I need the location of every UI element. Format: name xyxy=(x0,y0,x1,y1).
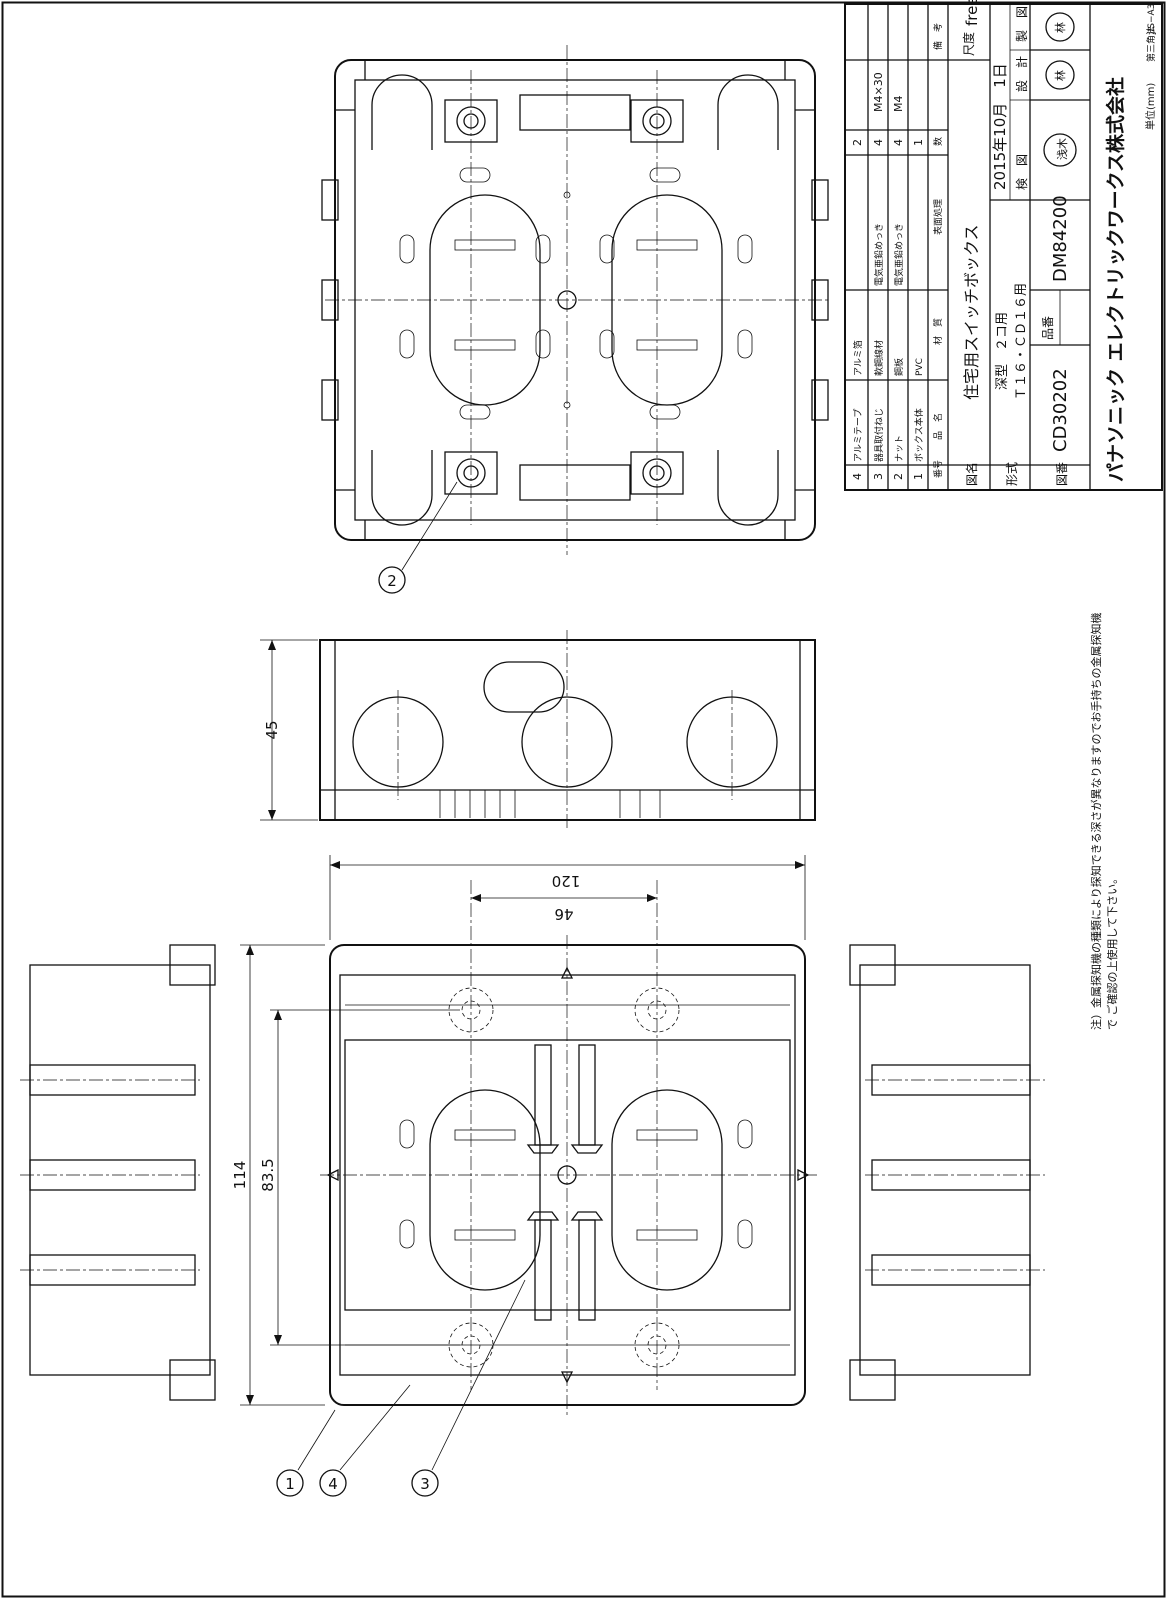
svg-text:電気亜鉛めっき: 電気亜鉛めっき xyxy=(873,223,885,286)
drawing-no: CD30202 xyxy=(1050,368,1071,452)
design-label: 設 計 xyxy=(1014,56,1029,92)
drawing-date: 2015年10月 1日 xyxy=(991,63,1009,190)
balloon-3: 3 xyxy=(411,1279,526,1497)
draft-label: 製 図 xyxy=(1015,6,1029,42)
svg-text:アルミテープ: アルミテープ xyxy=(853,409,864,462)
side-tab xyxy=(321,379,339,421)
type-line-2: Ｔ１６・ＣＤ１６用 xyxy=(1014,283,1029,400)
corner-knockout xyxy=(371,74,433,150)
corner-knockout xyxy=(371,450,433,526)
type-line-1: 深型 ２コ用 xyxy=(995,312,1010,390)
right-end-view xyxy=(849,944,1045,1401)
header-surface: 表面処理 xyxy=(932,199,944,235)
svg-text:ボックス本体: ボックス本体 xyxy=(913,408,925,462)
balloon-2: 2 xyxy=(378,481,458,594)
company-name: パナソニック エレクトリックワークス株式会社 xyxy=(1104,77,1127,482)
mounting-screw xyxy=(570,1211,604,1321)
svg-text:鋼板: 鋼板 xyxy=(893,358,905,376)
svg-text:M4: M4 xyxy=(892,96,905,113)
side-tab xyxy=(811,179,829,221)
mounting-screw xyxy=(526,1044,560,1154)
svg-text:2: 2 xyxy=(851,139,864,146)
mounting-screw xyxy=(570,1044,604,1154)
svg-text:器具取付ねじ: 器具取付ねじ xyxy=(874,408,885,462)
name-label: 図名 xyxy=(964,462,979,486)
large-knockout xyxy=(611,1089,723,1291)
slot xyxy=(519,464,631,501)
svg-text:4: 4 xyxy=(851,473,864,480)
svg-text:4: 4 xyxy=(328,1475,338,1493)
svg-text:1: 1 xyxy=(912,139,925,146)
svg-text:4: 4 xyxy=(872,139,885,146)
stamp-draft: 林 xyxy=(1053,22,1067,33)
parts-table: 番号 品 名 材 質 表面処理 数 備 考 4 アルミテープ アルミ箔 2 3 … xyxy=(851,23,944,480)
svg-text:PVC: PVC xyxy=(915,358,925,376)
mounting-screw xyxy=(526,1211,560,1321)
scale-value: free xyxy=(963,0,981,26)
note-line-1: 注）金属探知機の種類により探知できる深さが異なりますのでお手持ちの金属探知機 xyxy=(1089,612,1103,1030)
product-no: DM84200 xyxy=(1050,195,1071,282)
sheet-size: JIS−A3 xyxy=(1147,4,1157,35)
svg-text:軟鋼線材: 軟鋼線材 xyxy=(873,340,885,376)
product-no-label: 品番 xyxy=(1041,316,1055,340)
svg-text:1: 1 xyxy=(285,1475,295,1493)
stamp-design: 林 xyxy=(1053,70,1067,81)
svg-text:アルミ箔: アルミ箔 xyxy=(852,340,864,376)
header-no: 番号 xyxy=(932,460,944,478)
header-remarks: 備 考 xyxy=(932,23,944,50)
slot xyxy=(519,94,631,131)
corner-knockout xyxy=(717,450,779,526)
dim-screw-pitch: 83.5 xyxy=(259,1158,277,1191)
scale-label: 尺度 xyxy=(961,32,976,56)
dim-width: 120 xyxy=(552,872,581,890)
svg-text:2: 2 xyxy=(892,473,905,480)
projection-label: 第三角法 xyxy=(1145,26,1157,62)
stamp-check: 浅木 xyxy=(1056,138,1069,160)
left-end-view xyxy=(20,944,216,1401)
dim-pitch: 46 xyxy=(554,905,573,923)
balloon-1: 1 xyxy=(276,1409,336,1497)
dim-depth: 45 xyxy=(263,720,281,739)
top-view xyxy=(321,45,830,555)
svg-text:2: 2 xyxy=(387,572,397,590)
svg-text:3: 3 xyxy=(872,473,885,480)
side-view-outline xyxy=(319,639,816,821)
balloon-4: 4 xyxy=(319,1384,411,1497)
svg-text:電気亜鉛めっき: 電気亜鉛めっき xyxy=(893,223,905,286)
type-label: 形式 xyxy=(1005,462,1019,486)
check-label: 検 図 xyxy=(1015,154,1029,190)
header-qty: 数 xyxy=(932,137,944,146)
svg-text:1: 1 xyxy=(912,473,925,480)
svg-text:ナット: ナット xyxy=(894,435,905,462)
oval-knockout xyxy=(483,661,565,713)
large-knockout xyxy=(429,1089,541,1291)
header-name: 品 名 xyxy=(932,413,944,440)
side-view xyxy=(260,630,816,830)
svg-text:M4×30: M4×30 xyxy=(872,72,885,112)
dim-height: 114 xyxy=(231,1161,249,1190)
approval-stamps: 浅木 林 林 xyxy=(1043,12,1077,167)
side-tab xyxy=(811,379,829,421)
svg-text:4: 4 xyxy=(892,139,905,146)
header-material: 材 質 xyxy=(932,318,944,345)
corner-knockout xyxy=(717,74,779,150)
svg-text:3: 3 xyxy=(420,1475,430,1493)
title-block xyxy=(844,3,1163,491)
drawing-no-label: 図番 xyxy=(1055,462,1069,486)
front-view xyxy=(240,855,820,1415)
note-line-2: で ご確認の上使用して下さい。 xyxy=(1105,873,1119,1030)
side-tab xyxy=(321,179,339,221)
unit-label: 単位(mm) xyxy=(1144,83,1157,130)
drawing-name: 住宅用スイッチボックス xyxy=(962,224,981,400)
